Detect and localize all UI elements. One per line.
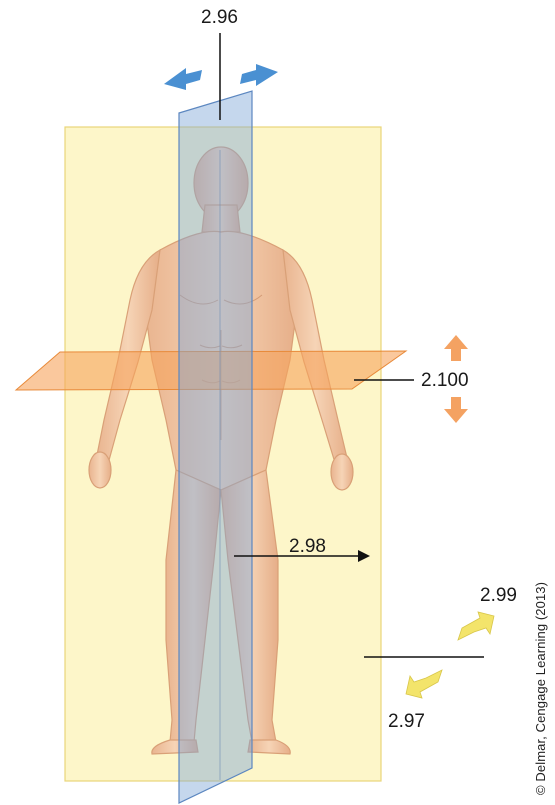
yellow-arrow-upper-icon	[458, 612, 494, 640]
label-medial-arrow: 2.98	[289, 537, 326, 556]
label-transverse-plane: 2.100	[421, 371, 469, 390]
blue-arrow-left-icon	[164, 68, 202, 90]
sagittal-plane	[179, 91, 252, 803]
yellow-arrow-lower-icon	[406, 670, 442, 698]
orange-arrow-down-icon	[444, 397, 468, 423]
label-frontal-upper: 2.99	[480, 586, 517, 605]
label-sagittal-plane: 2.96	[201, 8, 238, 27]
label-frontal-lower: 2.97	[388, 712, 425, 731]
copyright-credit: © Delmar, Cengage Learning (2013)	[533, 582, 548, 795]
hand-left	[89, 452, 111, 488]
orange-arrow-up-icon	[444, 335, 468, 361]
blue-arrow-right-icon	[240, 64, 278, 86]
hand-right	[331, 454, 353, 490]
